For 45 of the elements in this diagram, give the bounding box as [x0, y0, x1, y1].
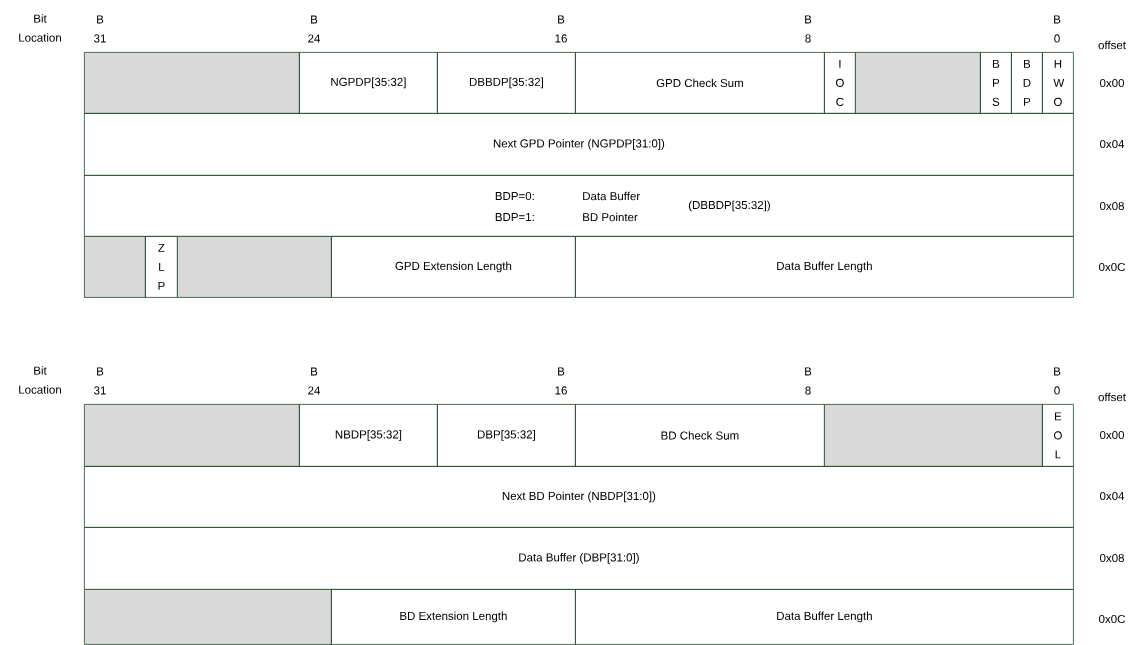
register-field: NBDP[35:32]	[299, 404, 438, 467]
bit-number-label: B 24	[308, 367, 321, 395]
bit-number-label: B 24	[308, 15, 321, 43]
bit-number-label: B 16	[555, 367, 567, 395]
offset-value: 0x04	[1100, 139, 1125, 149]
register-field: Data Buffer Length	[575, 236, 1074, 298]
bit-location-label: Bit Location	[19, 14, 61, 42]
offset-value: 0x00	[1100, 430, 1125, 440]
bit-field: B P S	[980, 52, 1012, 114]
reserved-field	[177, 236, 332, 298]
register-field: Next BD Pointer (NBDP[31:0])	[84, 466, 1074, 528]
reserved-field	[84, 236, 146, 298]
offset-value: 0x04	[1100, 491, 1125, 501]
register-field: Data Buffer Length	[575, 589, 1074, 645]
register-field: BDP=0: BDP=1: Data Buffer BD Pointer (DBBDP[35:32])	[84, 175, 1074, 237]
bit-number-label: B 16	[555, 15, 567, 43]
reserved-field	[84, 52, 300, 114]
offset-value: 0x08	[1100, 553, 1124, 563]
bit-location-label: Bit Location	[19, 366, 61, 394]
offset-value: 0x0C	[1099, 614, 1125, 624]
register-field: BD Check Sum	[575, 404, 825, 467]
offset-value: 0x08	[1100, 201, 1124, 211]
bit-field: B D P	[1011, 52, 1043, 114]
register-field: NGPDP[35:32]	[299, 52, 438, 114]
reserved-field	[855, 52, 981, 114]
reserved-field	[824, 404, 1043, 467]
register-field: DBBDP[35:32]	[437, 52, 576, 114]
bit-number-label: B 8	[805, 15, 812, 43]
bit-field: H W O	[1042, 52, 1074, 114]
bit-number-label: B 0	[1054, 15, 1061, 43]
reserved-field	[84, 404, 300, 467]
bit-field: E O L	[1042, 404, 1074, 467]
register-field: BD Extension Length	[331, 589, 576, 645]
bit-number-label: B 8	[805, 367, 812, 395]
reserved-field	[84, 589, 332, 645]
register-field: Next GPD Pointer (NGPDP[31:0])	[84, 113, 1074, 176]
offset-value: 0x00	[1100, 78, 1125, 88]
register-field: DBP[35:32]	[437, 404, 576, 467]
register-field: GPD Check Sum	[575, 52, 825, 114]
offset-label: offset	[1098, 40, 1126, 50]
offset-value: 0x0C	[1099, 262, 1125, 272]
bit-number-label: B 0	[1054, 367, 1061, 395]
register-field: Data Buffer (DBP[31:0])	[84, 527, 1074, 590]
offset-label: offset	[1098, 392, 1126, 402]
register-field: GPD Extension Length	[331, 236, 576, 298]
